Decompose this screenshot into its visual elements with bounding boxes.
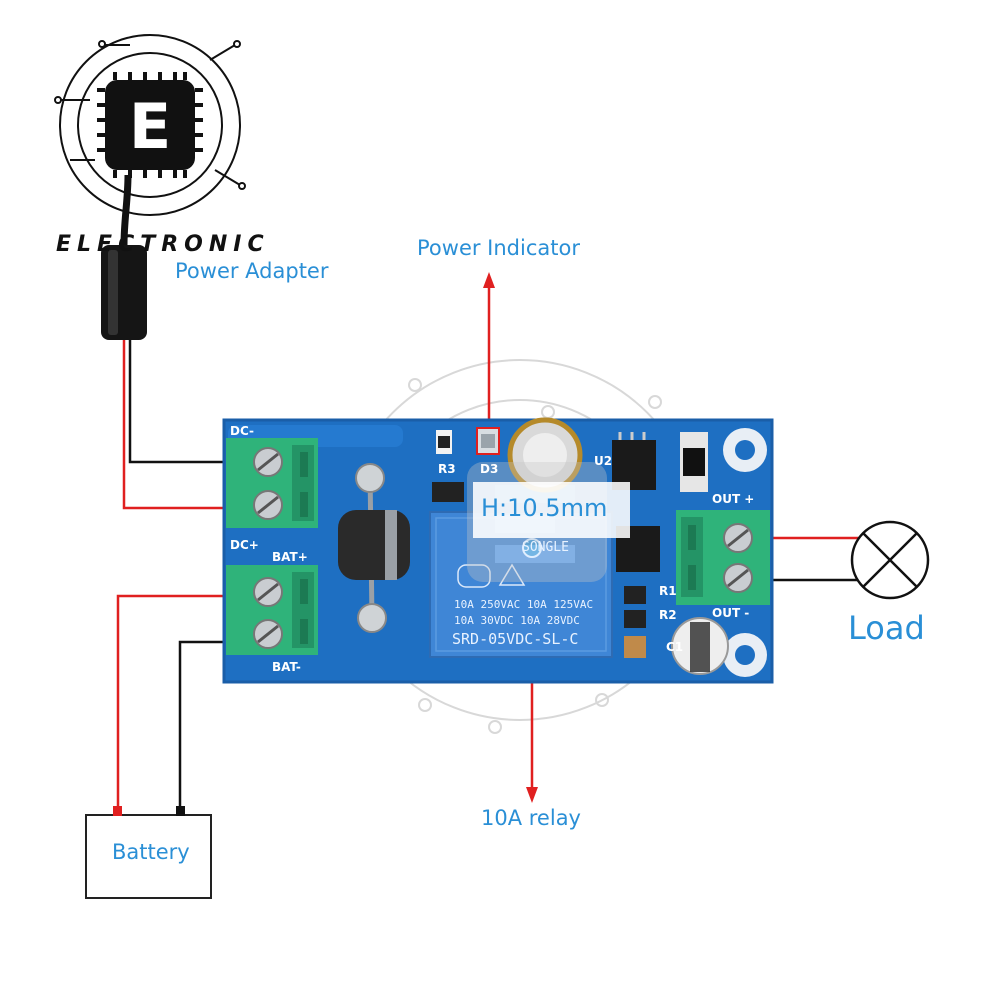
load-lamp-icon xyxy=(850,520,930,600)
silk-r3: R3 xyxy=(438,462,456,476)
electronic-logo: E xyxy=(54,34,246,216)
indicator-arrow xyxy=(483,272,495,288)
dimension-label: H:10.5mm xyxy=(481,494,608,522)
power-adapter-label: Power Adapter xyxy=(175,259,329,283)
silk-bat-plus: BAT+ xyxy=(272,550,308,564)
bat-terminal-block xyxy=(226,565,318,655)
battery-label: Battery xyxy=(112,840,190,864)
relay-rating-2: 10A 30VDC 10A 28VDC xyxy=(454,614,580,627)
relay-brand: SONGLE xyxy=(522,540,569,555)
dimension-box xyxy=(473,482,630,538)
silk-u2: U2 xyxy=(594,454,613,468)
out-terminal-block xyxy=(676,510,770,605)
battery xyxy=(85,806,212,899)
logo-text: ELECTRONIC xyxy=(56,232,270,257)
power-indicator-label: Power Indicator xyxy=(417,236,580,260)
power-indicator-led xyxy=(476,427,500,455)
silk-dc-plus: DC+ xyxy=(230,538,259,552)
silk-out-minus: OUT - xyxy=(712,606,750,620)
silk-d3: D3 xyxy=(480,462,499,476)
relay-arrow xyxy=(526,787,538,803)
load-label: Load xyxy=(848,609,925,647)
silk-r1: R1 xyxy=(659,584,677,598)
silk-out-plus: OUT + xyxy=(712,492,755,506)
diode xyxy=(338,463,410,633)
dc-terminal-block xyxy=(226,438,318,528)
relay-rating-1: 10A 250VAC 10A 125VAC xyxy=(454,598,594,611)
silk-r2: R2 xyxy=(659,608,677,622)
power-adapter xyxy=(101,174,147,340)
silk-bat-minus: BAT- xyxy=(272,660,301,674)
smd-components xyxy=(432,430,708,658)
silk-c1: C1 xyxy=(666,640,684,654)
capacitor-bottom xyxy=(671,617,729,675)
relay-label: 10A relay xyxy=(481,806,581,830)
silk-dc-minus: DC- xyxy=(230,424,255,438)
relay-model: SRD-05VDC-SL-C xyxy=(452,630,579,648)
logo-letter: E xyxy=(129,90,171,163)
